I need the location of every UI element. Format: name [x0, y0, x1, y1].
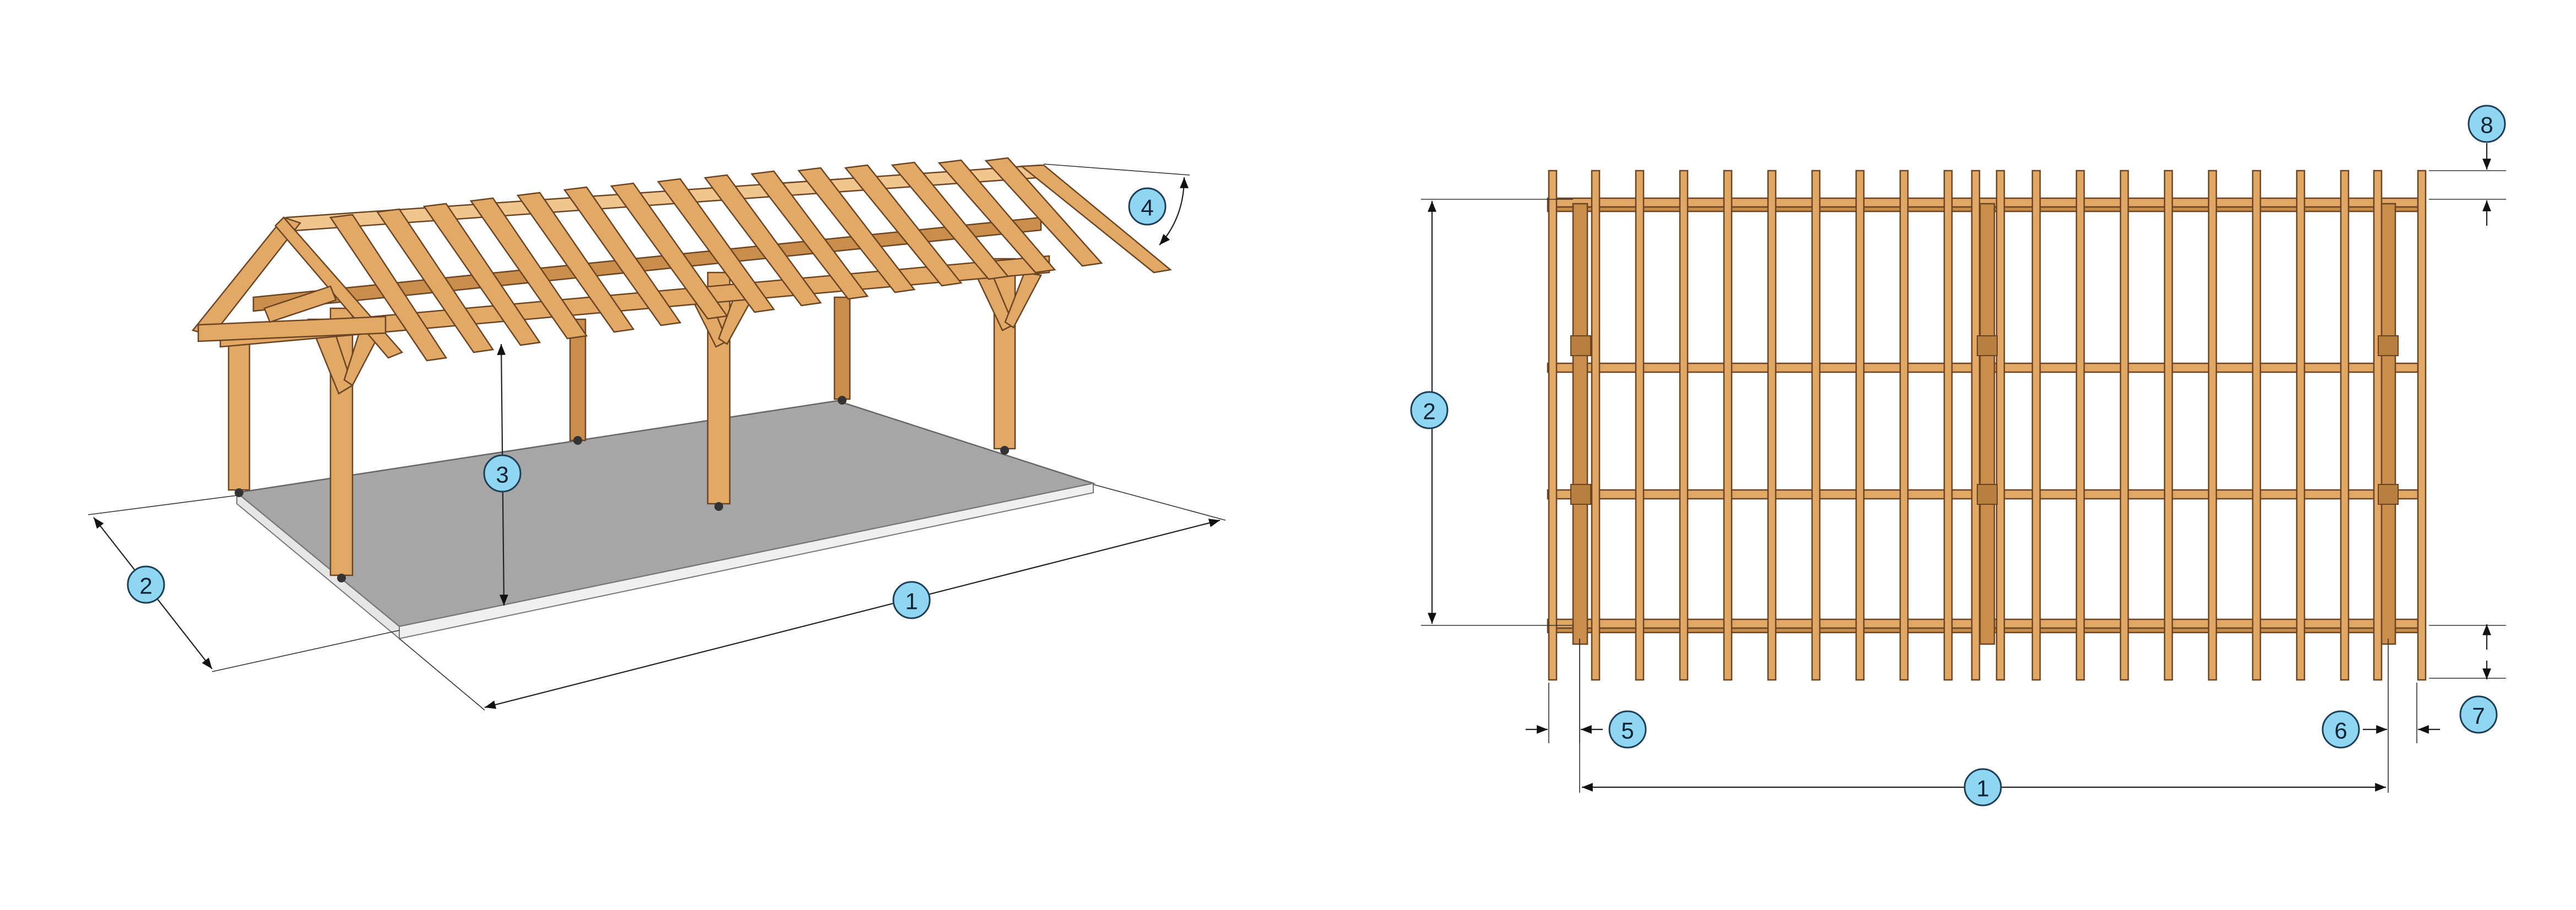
svg-text:4: 4 [1141, 195, 1153, 221]
svg-text:5: 5 [1621, 718, 1634, 744]
isometric-view [88, 157, 1226, 711]
post-left-back [227, 329, 251, 491]
dimension-line-1 [484, 519, 1221, 709]
post-foot [714, 502, 723, 511]
badge-2-right: 2 [1410, 391, 1449, 429]
post-foot [1000, 446, 1009, 455]
svg-text:2: 2 [139, 573, 152, 599]
post-foot [573, 436, 582, 445]
post-back-2 [833, 296, 851, 400]
middle-beam [1979, 203, 1995, 645]
top-view-posts [1570, 335, 2399, 505]
end-beam-right [2380, 203, 2396, 645]
post-foot [337, 574, 346, 582]
badge-3: 3 [483, 454, 522, 493]
svg-text:1: 1 [1976, 776, 1989, 802]
top-view [1421, 143, 2506, 793]
badge-6: 6 [2322, 710, 2360, 749]
gable-tie-beam [197, 315, 387, 342]
rafters [329, 157, 1172, 362]
svg-text:1: 1 [905, 588, 918, 614]
svg-text:8: 8 [2480, 112, 2493, 138]
badge-2-left: 2 [127, 565, 165, 604]
post-foot [838, 396, 847, 405]
svg-text:2: 2 [1423, 399, 1435, 424]
svg-text:6: 6 [2334, 718, 2347, 744]
badge-8: 8 [2467, 105, 2506, 143]
top-view-rafters [1548, 170, 2427, 681]
gable-brace [263, 285, 337, 323]
badge-1-left: 1 [892, 581, 931, 619]
post-foot [235, 488, 243, 497]
svg-text:3: 3 [496, 462, 508, 488]
badge-4: 4 [1128, 187, 1167, 226]
badge-1-right: 1 [1964, 768, 2002, 807]
svg-text:7: 7 [2472, 703, 2485, 729]
angle-arc-4 [1159, 177, 1189, 246]
badge-7: 7 [2459, 695, 2498, 734]
end-beam-left [1572, 203, 1588, 645]
badge-5: 5 [1608, 710, 1647, 749]
